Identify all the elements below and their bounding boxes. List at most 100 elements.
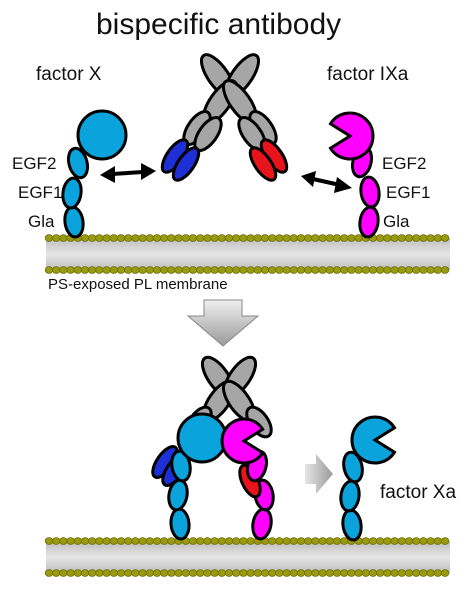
lipid-head [296,537,306,545]
lipid-head [174,234,183,242]
lipid-head [87,569,97,577]
lipid-head [102,234,111,242]
lipid-head [152,569,162,577]
lipid-head [73,569,82,577]
lipid-head [361,537,370,545]
lipid-head [203,537,212,545]
lipid-head [311,266,320,274]
lipid-head [296,266,306,274]
lipid-head [145,569,154,577]
lipid-head [59,234,68,242]
lipid-head [131,234,140,242]
lipid-head [210,234,219,242]
lipid-head [332,537,342,545]
lipid-head [210,266,219,274]
lipid-head [87,234,97,242]
lipid-head [318,569,327,577]
lipid-head [138,266,147,274]
lipid-head [390,537,399,545]
lipid-head [275,569,284,577]
egf2-label-left: EGF2 [12,154,57,173]
lipid-head [318,537,327,545]
lipid-head [361,569,370,577]
lipid-head [440,266,450,274]
lipid-head [433,234,442,242]
factor-x-gla-domain [63,205,85,239]
factor-ixa-label: factor IXa [327,64,409,85]
gla-label-left: Gla [28,212,55,231]
lipid-head [397,569,406,577]
membrane-top [44,234,450,274]
lipid-head [325,266,334,274]
lipid-head [145,234,154,242]
lipid-head [397,266,406,274]
lipid-head [167,569,176,577]
lipid-head [268,537,277,545]
lipid-head [340,537,349,545]
lipid-head [419,266,428,274]
lipid-head [217,537,226,545]
lipid-head [217,266,226,274]
factor-x-label: factor X [36,64,102,85]
lipid-head [412,569,421,577]
lipid-head [282,569,291,577]
factor-ixa-protease-domain [328,111,375,161]
lipid-head [426,234,435,242]
egf1-label-right: EGF1 [386,183,431,202]
lipid-head [404,234,414,242]
lipid-head [419,569,428,577]
lipid-head [123,266,133,274]
lipid-head [239,569,248,577]
lipid-head [383,537,392,545]
lipid-head [159,266,169,274]
lipid-head [174,569,183,577]
lipid-head [347,569,356,577]
lipid-head [159,569,169,577]
lipid-head [383,234,392,242]
lipid-head [390,266,399,274]
lipid-head [203,234,212,242]
lipid-head [203,266,212,274]
lipid-head [159,234,169,242]
lipid-head [44,569,54,577]
lipid-head [340,266,349,274]
diagram-title: bispecific antibody [96,8,342,41]
lipid-head [246,234,255,242]
lipid-head [354,234,363,242]
lipid-head [95,234,104,242]
factor-x-protease-domain [76,109,128,161]
lipid-head [95,266,104,274]
lipid-head [239,266,248,274]
lipid-head [318,266,327,274]
lipid-head [318,234,327,242]
lipid-head [282,266,291,274]
lipid-head [268,569,277,577]
lipid-head [311,234,320,242]
egf2-label-right: EGF2 [382,154,427,173]
lipid-head [195,569,205,577]
lipid-head [440,537,450,545]
lipid-head [138,537,147,545]
lipid-head [390,234,399,242]
lipid-head [354,266,363,274]
lipid-head [390,569,399,577]
lipid-head [116,569,126,577]
lipid-head [239,537,248,545]
lipid-head [66,266,75,274]
lipid-head [426,266,435,274]
lipid-head [181,234,190,242]
lipid-head [52,266,61,274]
lipid-head [80,537,90,545]
lipid-head [188,234,198,242]
lipid-head [109,537,118,545]
lipid-head [145,266,154,274]
lipid-head [246,537,255,545]
lipid-head [152,266,162,274]
lipid-head [116,234,126,242]
lipid-head [52,537,61,545]
lipid-head [73,266,82,274]
lipid-head [224,537,234,545]
lipid-head [80,569,90,577]
lipid-head [231,266,241,274]
lipid-head [44,234,54,242]
